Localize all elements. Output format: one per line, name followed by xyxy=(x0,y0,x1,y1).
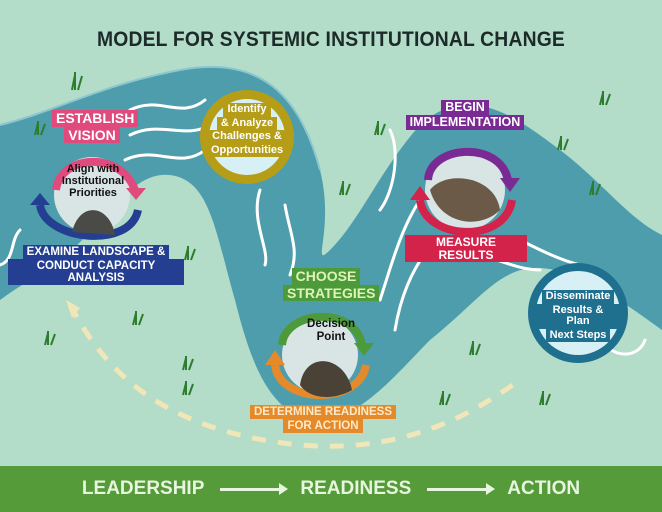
determine-line1: DETERMINE READINESS xyxy=(249,405,397,420)
align-line1: Align with xyxy=(66,163,120,175)
measure-line: MEASURE RESULTS xyxy=(405,235,527,263)
begin-line1: BEGIN xyxy=(441,100,489,116)
align-line3: Priorities xyxy=(69,187,117,200)
examine-line1: EXAMINE LANDSCAPE & xyxy=(22,245,170,260)
arrow-right-icon xyxy=(220,482,289,495)
choose-line1: CHOOSE xyxy=(291,268,361,285)
page-title: MODEL FOR SYSTEMIC INSTITUTIONAL CHANGE xyxy=(96,28,566,51)
align-line2: Institutional xyxy=(61,175,125,188)
disseminate-line2: Results & Plan xyxy=(536,303,620,329)
begin-line2: IMPLEMENTATION xyxy=(405,115,525,131)
footer-action: ACTION xyxy=(507,478,581,499)
disseminate-line3: Next Steps xyxy=(545,328,611,343)
choose-line2: STRATEGIES xyxy=(283,284,380,302)
choose-strategies-label: CHOOSE STRATEGIES xyxy=(283,268,380,302)
identify-line4: Opportunities xyxy=(207,143,288,158)
identify-line1: Identify xyxy=(223,103,271,117)
determine-readiness-label: DETERMINE READINESS FOR ACTION xyxy=(248,405,398,434)
footer-leadership: LEADERSHIP xyxy=(81,478,205,499)
establish-line2: VISION xyxy=(64,126,120,144)
footer-bar: LEADERSHIP READINESS ACTION xyxy=(0,466,662,512)
decision-line2: Point xyxy=(316,330,346,343)
decision-point-text: Decision Point xyxy=(296,318,366,343)
align-text: Align with Institutional Priorities xyxy=(50,163,136,199)
determine-line2: FOR ACTION xyxy=(283,419,363,434)
disseminate-label: Disseminate Results & Plan Next Steps xyxy=(536,290,620,343)
measure-results-label: MEASURE RESULTS xyxy=(405,235,527,263)
decision-line1: Decision xyxy=(307,318,355,330)
examine-line2: CONDUCT CAPACITY ANALYSIS xyxy=(8,259,184,286)
identify-line2: & Analyze xyxy=(216,116,278,131)
identify-label: Identify & Analyze Challenges & Opportun… xyxy=(207,103,288,158)
arrow-right-icon xyxy=(427,482,496,495)
identify-line3: Challenges & xyxy=(208,130,286,144)
footer-readiness: READINESS xyxy=(300,478,412,499)
establish-line1: ESTABLISH xyxy=(52,110,139,127)
establish-vision-label: ESTABLISH VISION xyxy=(52,110,139,144)
begin-implementation-label: BEGIN IMPLEMENTATION xyxy=(405,100,525,131)
examine-label: EXAMINE LANDSCAPE & CONDUCT CAPACITY ANA… xyxy=(8,245,184,286)
disseminate-line1: Disseminate xyxy=(541,290,615,304)
